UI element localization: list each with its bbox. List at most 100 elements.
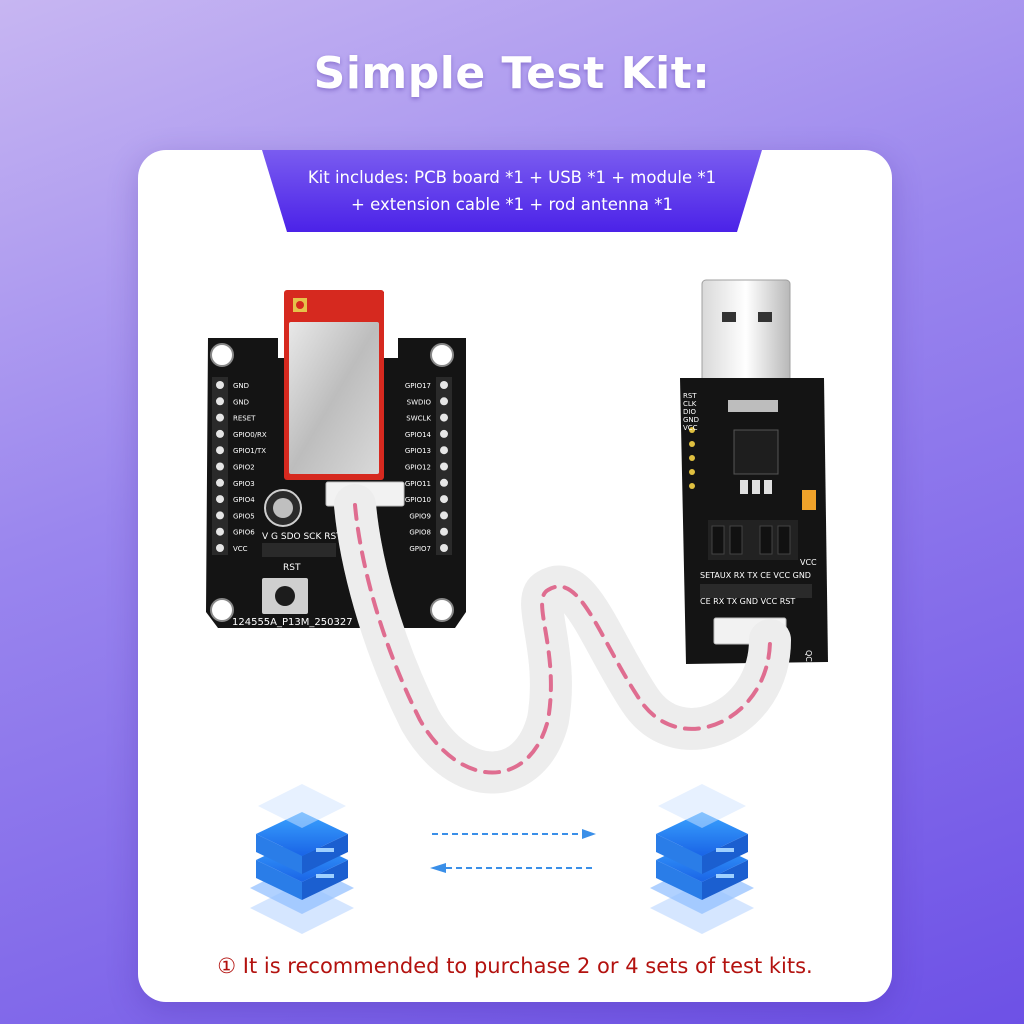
pin-hole-icon xyxy=(440,446,448,455)
transfer-left-arrow-icon xyxy=(430,863,596,873)
usb-side-label: RST xyxy=(683,392,697,400)
server-top xyxy=(656,812,748,856)
server-layer xyxy=(658,784,746,828)
jumper-labels: SETAUX RX TX CE VCC GND xyxy=(700,571,811,580)
right-pin-label: GPIO9 xyxy=(409,512,431,520)
kit-line-2: + extension cable *1 + rod antenna *1 xyxy=(351,195,673,214)
usb-board-name: QC-USB-UART xyxy=(804,650,813,705)
usb-side-label: VCC xyxy=(683,424,698,432)
pin-hole-icon xyxy=(216,381,224,389)
left-pin-label: GPIO2 xyxy=(233,464,255,472)
server-led xyxy=(716,874,734,878)
mount-hole-icon xyxy=(210,598,234,622)
pin-hole-icon xyxy=(216,511,224,520)
right-pin-label: GPIO10 xyxy=(405,496,431,504)
right-pin-label: SWDIO xyxy=(407,398,432,406)
pin-hole-icon xyxy=(689,469,695,475)
usb-side-label: GND xyxy=(683,416,699,424)
right-pin-label: SWCLK xyxy=(406,415,431,423)
left-pin-label: GND xyxy=(233,398,249,406)
left-pin-label: GND xyxy=(233,382,249,390)
mount-hole-icon xyxy=(430,598,454,622)
right-pin-label: GPIO14 xyxy=(405,431,432,439)
left-pin-label: VCC xyxy=(233,545,248,553)
recommendation-note: ① It is recommended to purchase 2 or 4 s… xyxy=(217,954,813,978)
pin-hole-icon xyxy=(689,455,695,461)
pin-hole-icon xyxy=(440,511,448,520)
right-pin-label: GPIO7 xyxy=(409,545,431,553)
server-side xyxy=(302,834,348,874)
left-pin-label: GPIO4 xyxy=(233,496,255,504)
mount-hole-icon xyxy=(210,343,234,367)
led-icon xyxy=(802,490,816,510)
jumper-block[interactable] xyxy=(708,520,798,560)
pin-hole-icon xyxy=(440,397,448,406)
pin-hole-icon xyxy=(216,495,224,504)
server-led xyxy=(316,874,334,878)
pin-hole-icon xyxy=(440,429,448,438)
pin-hole-icon xyxy=(216,413,224,422)
pin-hole-icon xyxy=(440,527,448,536)
left-pin-label: GPIO6 xyxy=(233,529,255,537)
left-pin-label: GPIO5 xyxy=(233,512,255,520)
page-title: Simple Test Kit: xyxy=(313,48,711,99)
pin-hole-icon xyxy=(440,413,448,422)
usb-side-label: DIO xyxy=(683,408,696,416)
part-number: 124555A_P13M_250327 xyxy=(232,617,353,628)
pin-hole-icon xyxy=(216,527,224,536)
pin-hole-icon xyxy=(440,381,448,389)
pin-hole-icon xyxy=(440,462,448,471)
right-pin-label: GPIO13 xyxy=(405,447,431,455)
server-side xyxy=(656,860,702,900)
programming-header xyxy=(262,543,336,557)
pin-hole-icon xyxy=(440,544,448,552)
server-layer xyxy=(258,784,346,828)
vcc-label: VCC xyxy=(800,558,817,567)
module-shield xyxy=(289,322,379,474)
server-side xyxy=(302,860,348,900)
header-label: V G SDO SCK RST xyxy=(262,532,342,542)
server-side xyxy=(702,834,748,874)
right-pin-label: GPIO11 xyxy=(405,480,431,488)
right-pin-label: GPIO8 xyxy=(409,529,431,537)
pin-hole-icon xyxy=(216,544,224,552)
kit-contents-banner: Kit includes: PCB board *1 + USB *1 + mo… xyxy=(262,150,762,232)
extension-cable xyxy=(334,484,791,794)
pin-hole-icon xyxy=(216,429,224,438)
server-side xyxy=(256,834,302,874)
rst-label: RST xyxy=(283,563,301,573)
pin-hole-icon xyxy=(440,495,448,504)
left-pin-label: GPIO3 xyxy=(233,480,255,488)
usb-chip xyxy=(733,429,779,475)
left-pin-label: GPIO0/RX xyxy=(233,431,267,439)
pin-hole-icon xyxy=(689,441,695,447)
server-side xyxy=(702,860,748,900)
pin-hole-icon xyxy=(216,397,224,406)
right-pin-label: GPIO17 xyxy=(405,382,431,390)
bottom-labels: CE RX TX GND VCC RST xyxy=(700,597,795,606)
server-led xyxy=(316,848,334,852)
server-side xyxy=(256,860,302,900)
server-icon xyxy=(650,784,754,934)
usb-pin-header xyxy=(700,584,812,598)
server-side xyxy=(656,834,702,874)
left-pin-label: GPIO1/TX xyxy=(233,447,266,455)
pin-hole-icon xyxy=(216,462,224,471)
pin-hole-icon xyxy=(216,478,224,487)
pin-hole-icon xyxy=(689,427,695,433)
pin-hole-icon xyxy=(689,483,695,489)
transfer-right-arrow-icon xyxy=(432,829,596,839)
pin-hole-icon xyxy=(216,446,224,455)
server-top xyxy=(256,812,348,856)
left-pin-label: RESET xyxy=(233,415,256,423)
kit-line-1: Kit includes: PCB board *1 + USB *1 + mo… xyxy=(307,168,717,187)
server-led xyxy=(716,848,734,852)
mount-hole-icon xyxy=(430,343,454,367)
pin-hole-icon xyxy=(440,478,448,487)
pcb-board: GNDGNDRESETGPIO0/RXGPIO1/TXGPIO2GPIO3GPI… xyxy=(206,290,466,628)
right-pin-label: GPIO12 xyxy=(405,464,431,472)
usb-side-label: CLK xyxy=(683,400,697,408)
server-icon xyxy=(250,784,354,934)
